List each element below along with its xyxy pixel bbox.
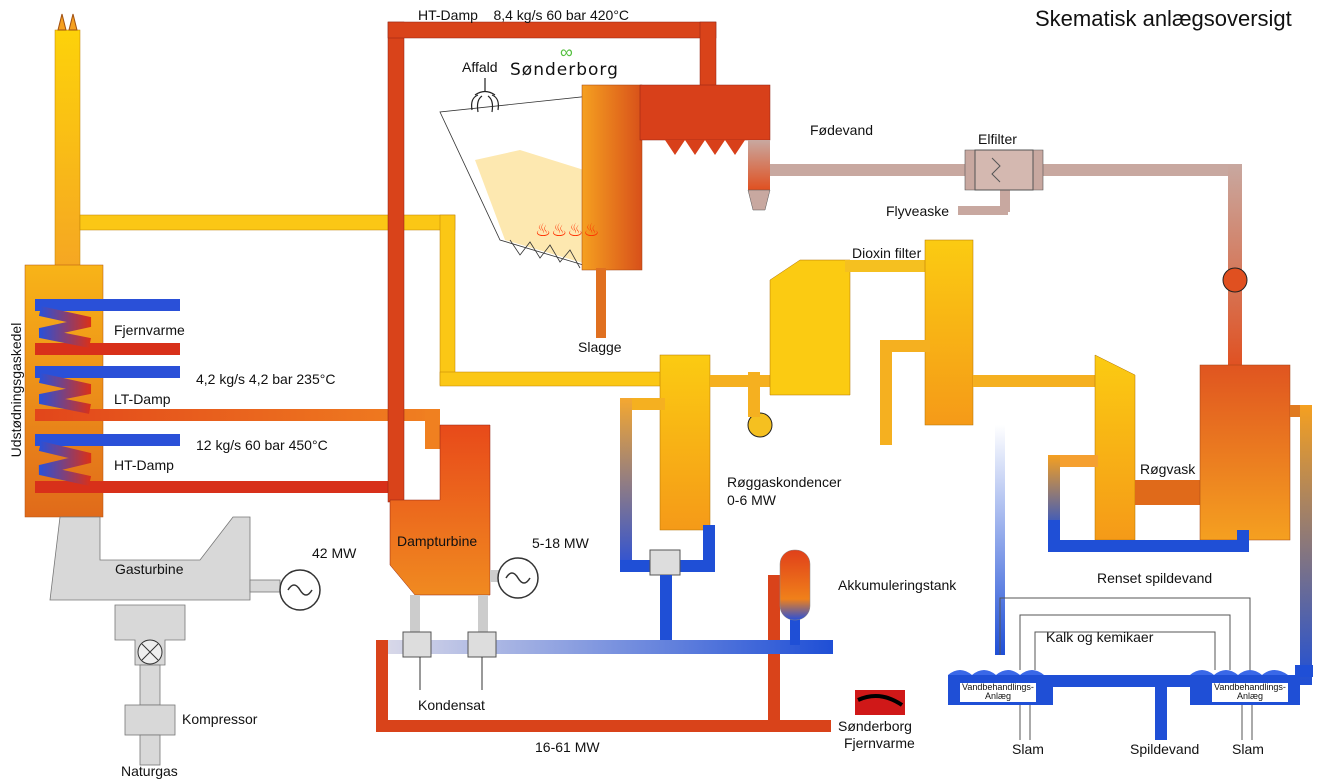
gas-mw-label: 42 MW	[312, 545, 357, 561]
sonderborg-logo-text: Sønderborg	[510, 60, 619, 80]
udstodningsgaskedel-label: Udstødningsgaskedel	[8, 322, 24, 458]
ht-damp-label: HT-Damp	[114, 457, 174, 473]
ht-damp-top-label: HT-Damp 8,4 kg/s 60 bar 420°C	[418, 7, 630, 23]
ht-steam-pipe	[387, 21, 717, 503]
steam-turbine	[389, 424, 502, 596]
affald-label: Affald	[462, 59, 498, 75]
roggaskondencer-tower	[620, 354, 773, 645]
diagram-title: Skematisk anlægsoversigt	[1035, 6, 1292, 31]
fodevand-label: Fødevand	[810, 122, 874, 138]
ht-spec-label: 12 kg/s 60 bar 450°C	[196, 437, 328, 453]
exhaust-stack	[54, 13, 81, 271]
dioxin-filter-unit	[769, 239, 1098, 655]
rogvask-label: Røgvask	[1140, 461, 1196, 477]
akkumuleringstank	[779, 549, 811, 621]
steam-generator-icon	[497, 557, 539, 599]
gas-generator-icon	[279, 569, 321, 611]
akkumuleringstank-label: Akkumuleringstank	[838, 577, 957, 593]
dioxin-filter-label: Dioxin filter	[852, 245, 922, 261]
damp-mw-label: 5-18 MW	[532, 535, 589, 551]
naturgas-label: Naturgas	[121, 763, 178, 779]
fjv-logo-text-2: Fjernvarme	[844, 735, 915, 751]
fjv-logo-text-1: Sønderborg	[838, 718, 912, 734]
dampturbine-label: Dampturbine	[397, 533, 478, 549]
gas-valve-icon	[137, 639, 163, 665]
svg-text:♨♨♨♨: ♨♨♨♨	[535, 220, 600, 240]
renset-spildevand-label: Renset spildevand	[1097, 570, 1213, 586]
incinerator: ♨♨♨♨	[439, 84, 771, 338]
fjernvarme-label: Fjernvarme	[114, 322, 185, 338]
gas-turbine	[49, 516, 281, 766]
fjv-mw-label: 16-61 MW	[535, 739, 600, 755]
kalk-label: Kalk og kemikaer	[1046, 629, 1154, 645]
vandbehandling-1-label: Vandbehandlings- Anlæg	[960, 682, 1036, 702]
roggaskondencer-mw-label: 0-6 MW	[727, 492, 776, 508]
spildevand-label: Spildevand	[1130, 741, 1200, 757]
vandbehandling-2-label: Vandbehandlings- Anlæg	[1212, 682, 1288, 702]
slam-1-label: Slam	[1012, 741, 1044, 757]
slagge-label: Slagge	[578, 339, 622, 355]
slam-2-label: Slam	[1232, 741, 1264, 757]
svg-text:∞: ∞	[560, 42, 573, 62]
fjernvarme-logo-icon	[855, 690, 905, 715]
district-heating-loop	[376, 575, 833, 732]
roggaskondencer-label: Røggaskondencer	[727, 474, 842, 490]
flyveaske-label: Flyveaske	[886, 203, 950, 219]
rogvask-scrubber	[1048, 354, 1312, 685]
lt-spec-label: 4,2 kg/s 4,2 bar 235°C	[196, 371, 336, 387]
elfilter-unit	[964, 149, 1044, 191]
sonderborg-logo-icon: ∞	[560, 42, 573, 62]
elfilter-label: Elfilter	[978, 131, 1017, 147]
kompressor-label: Kompressor	[182, 711, 258, 727]
gasturbine-label: Gasturbine	[115, 561, 184, 577]
grab-crane-icon	[471, 78, 499, 113]
kondensat-label: Kondensat	[418, 697, 485, 713]
water-treatment	[948, 597, 1313, 740]
lt-damp-label: LT-Damp	[114, 391, 171, 407]
heat-exchanger-pipes	[35, 299, 440, 493]
